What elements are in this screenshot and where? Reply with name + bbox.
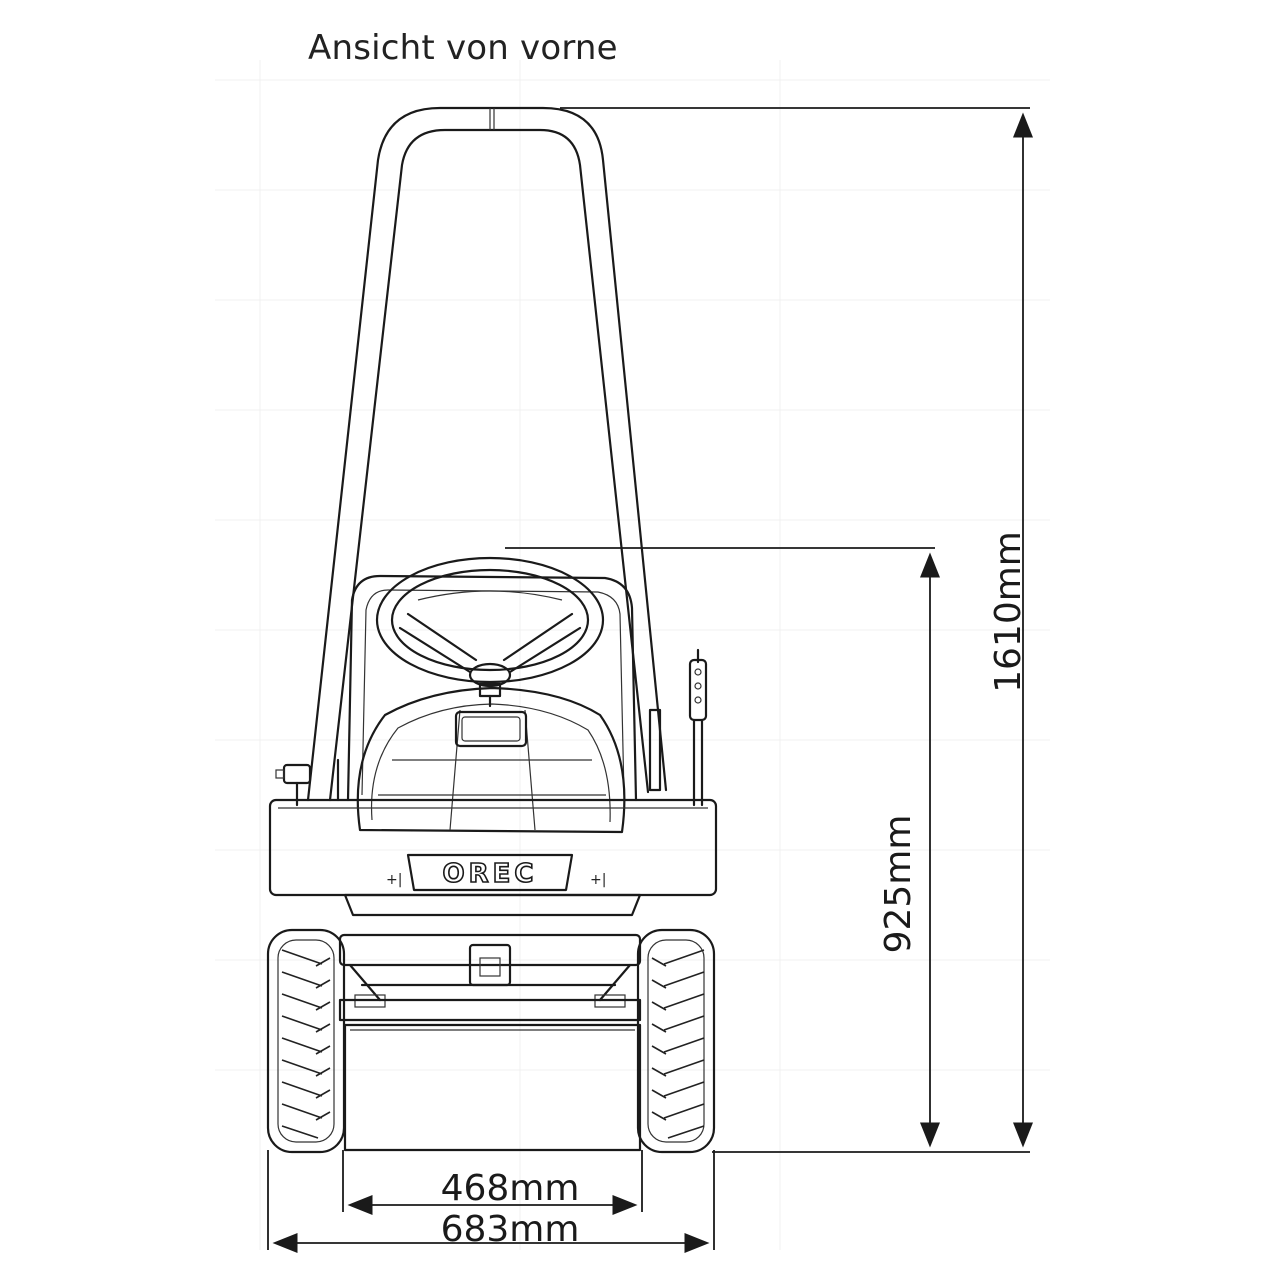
brand-logo: OREC [443, 859, 538, 889]
right-lever [648, 648, 708, 807]
left-front-wheel [266, 928, 346, 1154]
label-total-height: 1610mm [988, 531, 1029, 693]
right-front-wheel [636, 928, 716, 1154]
roll-bar [306, 106, 668, 802]
steering-wheel [375, 556, 605, 708]
front-axle [338, 933, 642, 1008]
mower-deck [338, 998, 642, 1152]
label-cut-width: 468mm [441, 1168, 580, 1209]
hood [356, 686, 626, 834]
label-steering-height: 925mm [878, 815, 919, 954]
front-body: OREC +| +| [268, 798, 718, 917]
dimension-cut-width [342, 1150, 643, 1216]
dimension-total-width [267, 1150, 715, 1254]
view-title: Ansicht von vorne [308, 28, 618, 68]
label-total-width: 683mm [441, 1209, 580, 1250]
background-grid [215, 60, 1050, 1250]
dimension-steering-height [505, 547, 941, 1148]
dimension-total-height [560, 107, 1034, 1153]
svg-text:+|: +| [386, 872, 402, 888]
svg-text:+|: +| [590, 872, 606, 888]
left-lever [275, 758, 340, 807]
